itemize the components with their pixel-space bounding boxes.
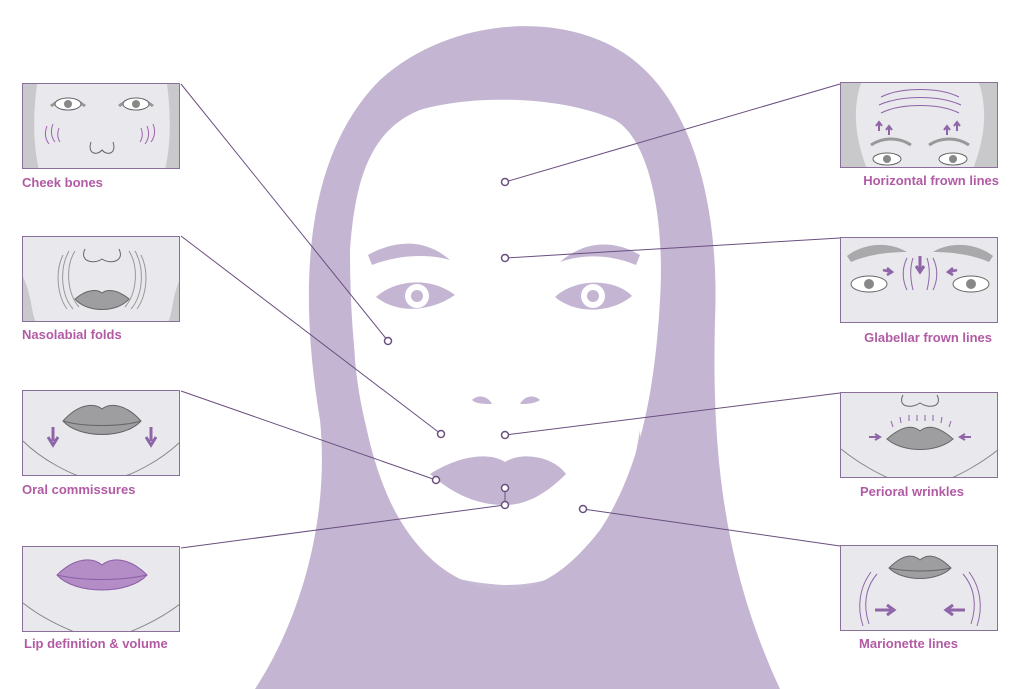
point-cheek — [385, 338, 392, 345]
right-pupil — [587, 290, 599, 302]
point-glabella — [502, 255, 509, 262]
point-forehead — [502, 179, 509, 186]
point-lip — [502, 502, 509, 509]
thumb-lip-definition — [22, 546, 180, 632]
label-marionette-lines: Marionette lines — [840, 636, 958, 651]
label-cheek-bones: Cheek bones — [22, 175, 103, 190]
left-pupil — [411, 290, 423, 302]
point-lip-top — [502, 485, 509, 492]
point-oral — [433, 477, 440, 484]
label-perioral-wrinkles: Perioral wrinkles — [840, 484, 964, 499]
thumb-perioral-wrinkles — [840, 392, 998, 478]
label-nasolabial-folds: Nasolabial folds — [22, 327, 122, 342]
label-oral-commissures: Oral commissures — [22, 482, 135, 497]
point-perioral — [502, 432, 509, 439]
thumb-oral-commissures — [22, 390, 180, 476]
point-marionette — [580, 506, 587, 513]
label-glabellar-frown-lines: Glabellar frown lines — [840, 330, 992, 345]
thumb-horizontal-frown-lines — [840, 82, 998, 168]
thumb-marionette-lines — [840, 545, 998, 631]
label-horizontal-frown-lines: Horizontal frown lines — [840, 173, 999, 188]
point-nasolabial — [438, 431, 445, 438]
thumb-glabellar-frown-lines — [840, 237, 998, 323]
thumb-nasolabial-folds — [22, 236, 180, 322]
thumb-cheek-bones — [22, 83, 180, 169]
label-lip-definition: Lip definition & volume — [24, 636, 168, 651]
